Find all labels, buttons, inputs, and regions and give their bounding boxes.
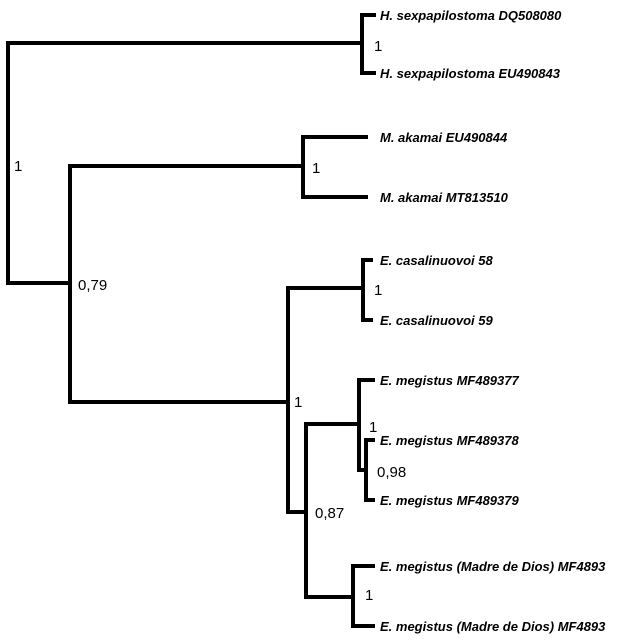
taxon-label-megistus-mf489379: E. megistus MF489379 (380, 493, 519, 508)
taxon-label-megistus-mf489377: E. megistus MF489377 (380, 373, 519, 388)
tree-branches (6, 13, 376, 628)
taxon-label-megistus-madre-de-dios-2: E. megistus (Madre de Dios) MF4893 (380, 619, 606, 634)
support-value-inner: 0,79 (78, 277, 107, 294)
taxon-label-megistus-mf489378: E. megistus MF489378 (380, 433, 519, 448)
taxon-labels: H. sexpapilostoma DQ508080 H. sexpapilos… (380, 8, 606, 634)
support-value-casalinuovoi: 1 (374, 282, 382, 299)
taxon-label-akamai-mt813510: M. akamai MT813510 (380, 190, 509, 205)
taxon-label-casalinuovoi-59: E. casalinuovoi 59 (380, 313, 493, 328)
support-value-megistus-377-379: 1 (369, 419, 377, 436)
taxon-label-casalinuovoi-58: E. casalinuovoi 58 (380, 253, 493, 268)
support-value-megistus: 0,87 (315, 505, 344, 522)
support-value-root: 1 (14, 158, 22, 175)
support-value-madre-de-dios: 1 (365, 587, 373, 604)
taxon-label-hexpapilostoma-dq508080: H. sexpapilostoma DQ508080 (380, 8, 562, 23)
support-values: 1 1 1 0,79 1 1 0,87 1 0,98 1 (14, 38, 406, 604)
support-value-eratyrus: 1 (294, 394, 302, 411)
taxon-label-hexpapilostoma-eu490843: H. sexpapilostoma EU490843 (380, 66, 561, 81)
support-value-hexpapilostoma: 1 (374, 38, 382, 55)
taxon-label-akamai-eu490844: M. akamai EU490844 (380, 130, 508, 145)
support-value-megistus-378-379: 0,98 (377, 464, 406, 481)
taxon-label-megistus-madre-de-dios-1: E. megistus (Madre de Dios) MF4893 (380, 559, 606, 574)
support-value-akamai: 1 (312, 160, 320, 177)
